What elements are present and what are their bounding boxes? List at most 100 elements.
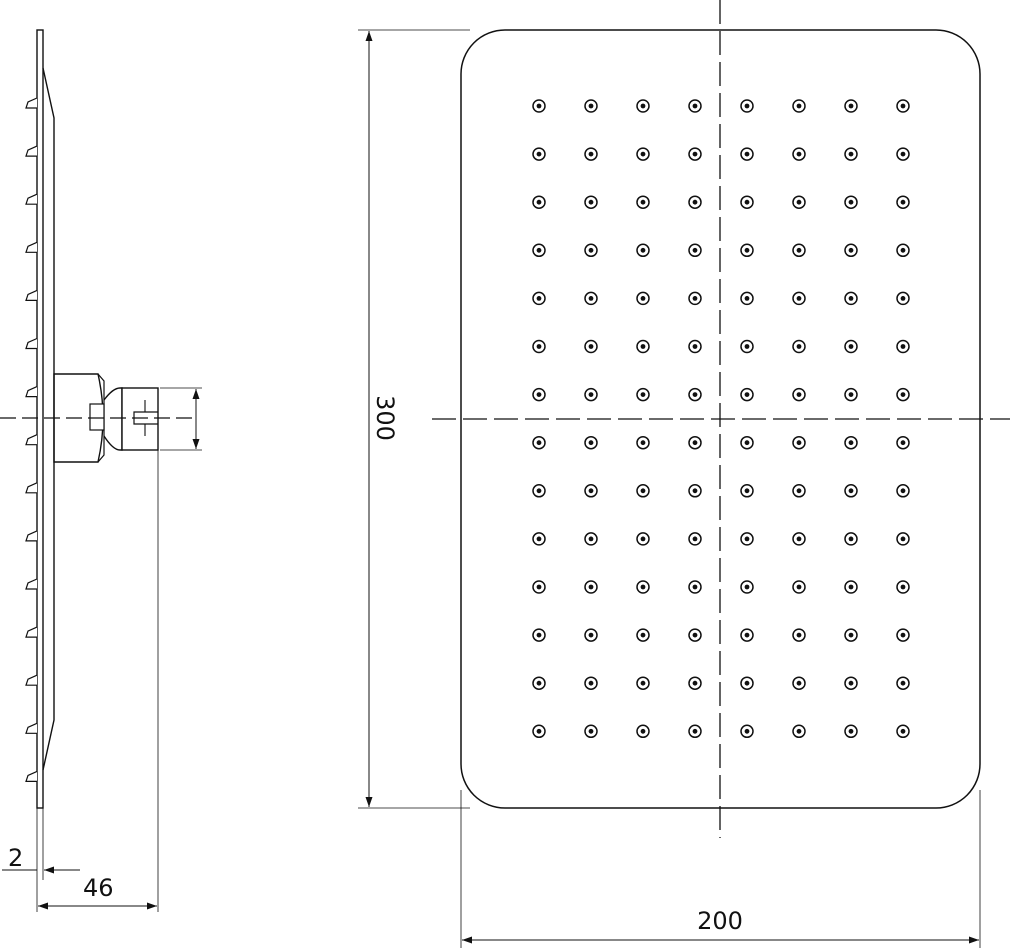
nozzle-core [796,151,802,157]
nozzle-core [588,247,594,253]
side-nozzle-tooth [25,722,38,734]
nozzle-core [744,536,750,542]
nozzle-core [848,199,854,205]
nozzle-core [692,536,698,542]
nozzle-core [640,392,646,397]
nozzle-core [848,440,854,446]
nozzle-core [796,488,802,494]
nozzle-core [744,392,750,397]
nozzle-core [900,488,906,494]
nozzle-core [640,247,646,253]
nozzle-core [796,392,802,397]
nozzle-core [900,584,906,590]
nozzle-core [692,440,698,446]
side-nozzle-tooth [25,434,38,446]
side-nozzle-tooth [25,578,38,590]
nozzle-core [692,392,698,397]
nozzle-core [796,103,802,109]
nozzle-core [796,536,802,542]
nozzle-core [900,632,906,638]
nozzle-core [796,728,802,734]
nozzle-core [848,728,854,734]
nozzle-core [536,199,542,205]
side-nozzle-tooth [25,289,38,301]
side-view: 2 46 [0,29,202,912]
nozzle-core [848,151,854,157]
side-nozzle-teeth [25,97,38,782]
nozzle-core [900,680,906,686]
nozzle-core [692,632,698,638]
nozzle-core [692,344,698,349]
nozzle-core [536,296,542,301]
nozzle-core [692,247,698,253]
nozzle-core [848,296,854,301]
nozzle-core [848,680,854,686]
side-nozzle-tooth [25,337,38,350]
nozzle-core [536,488,542,494]
nozzle-core [848,344,854,349]
nozzle-core [692,680,698,686]
nozzle-core [588,536,594,542]
side-nozzle-tooth [25,530,38,542]
nozzle-core [588,584,594,590]
nozzle-core [796,199,802,205]
nozzle-core [640,440,646,446]
side-nozzle-tooth [25,193,38,205]
nozzle-core [744,103,750,109]
nozzle-core [900,536,906,542]
side-nozzle-tooth [25,145,38,157]
dim-depth: 46 [83,874,114,902]
side-plate-back [42,67,55,771]
nozzle-core [900,392,906,397]
side-nozzle-tooth [25,97,38,109]
nozzle-core [744,199,750,205]
dim-height: 300 [371,395,399,441]
nozzle-core [536,536,542,542]
nozzle-core [588,296,594,301]
nozzle-core [536,680,542,686]
nozzle-core [588,488,594,494]
nozzle-core [744,680,750,686]
dim-width: 200 [697,907,743,935]
nozzle-core [744,247,750,253]
nozzle-core [640,632,646,638]
nozzle-core [536,632,542,638]
nozzle-core [796,247,802,253]
nozzle-core [848,247,854,253]
nozzle-core [692,103,698,109]
nozzle-core [848,103,854,109]
nozzle-core [848,584,854,590]
nozzle-core [588,680,594,686]
nozzle-core [744,728,750,734]
nozzle-core [536,392,542,397]
side-nozzle-tooth [25,386,38,398]
nozzle-core [848,392,854,397]
nozzle-core [692,296,698,301]
nozzle-core [744,296,750,301]
nozzle-core [744,584,750,590]
nozzle-core [744,344,750,349]
nozzle-core [640,103,646,109]
side-ball-joint [103,387,123,451]
nozzle-core [796,440,802,446]
nozzle-core [796,632,802,638]
nozzle-core [900,296,906,301]
nozzle-core [588,632,594,638]
nozzle-core [744,151,750,157]
side-nozzle-tooth [25,770,38,782]
nozzle-core [848,488,854,494]
nozzle-core [588,392,594,397]
nozzle-core [588,151,594,157]
nozzle-core [900,440,906,446]
side-nozzle-tooth [25,241,38,253]
nozzle-core [900,344,906,349]
nozzle-core [536,440,542,446]
nozzle-core [796,296,802,301]
nozzle-core [900,199,906,205]
nozzle-core [900,247,906,253]
nozzle-core [640,151,646,157]
nozzle-core [536,151,542,157]
nozzle-core [640,728,646,734]
side-plate [36,29,44,809]
